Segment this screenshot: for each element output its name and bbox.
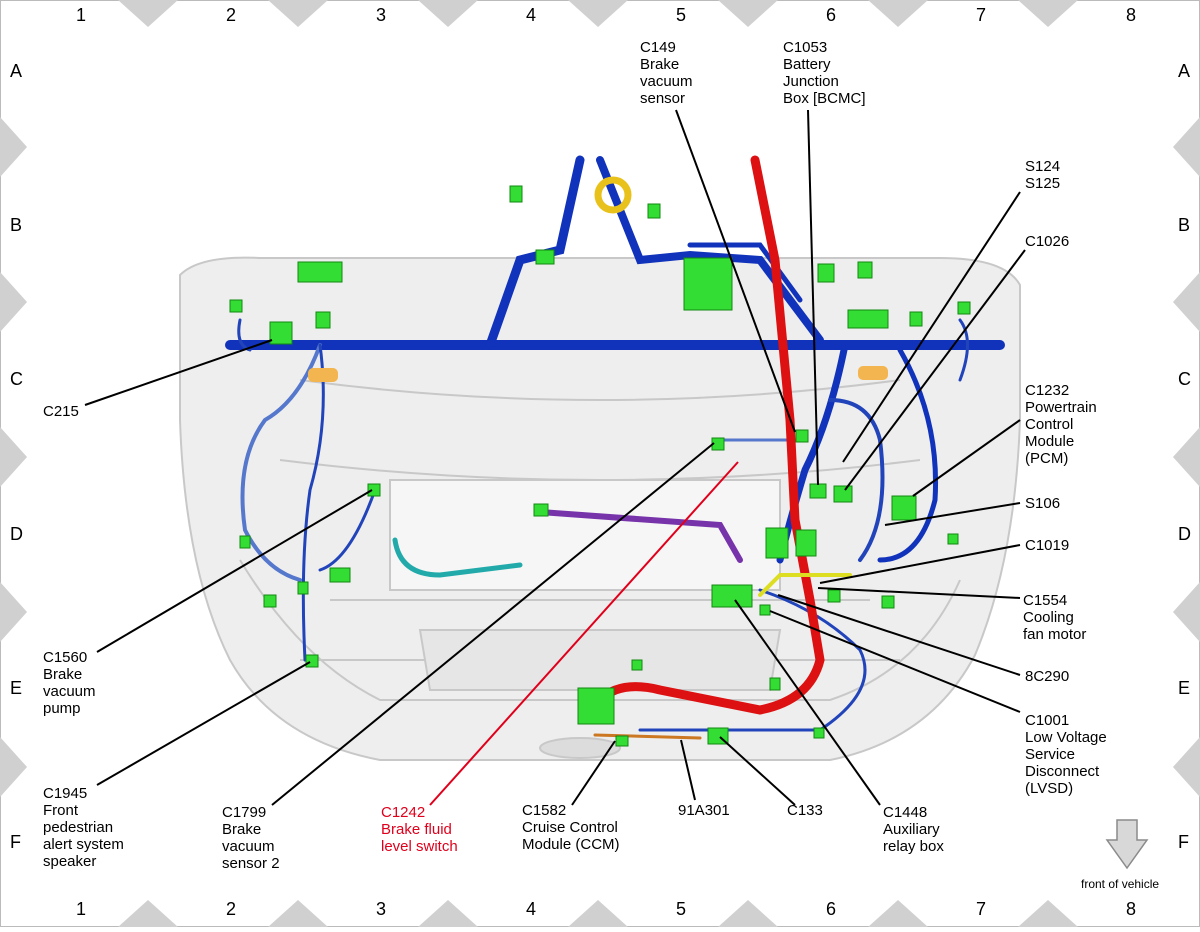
column-label-bottom-2: 2: [226, 899, 237, 919]
leader-c1232: [912, 419, 1021, 497]
callout-c1448: C1448 Auxiliary relay box: [883, 804, 944, 855]
callout-c1799: C1799 Brake vacuum sensor 2: [222, 804, 280, 872]
connectors: [229, 185, 971, 747]
callout-c133: C133: [787, 802, 823, 819]
callout-c1582: C1582 Cruise Control Module (CCM): [522, 802, 620, 853]
row-label-right-b: B: [1178, 215, 1191, 235]
callout-c1053: C1053 Battery Junction Box [BCMC]: [783, 39, 866, 107]
column-label-bottom-6: 6: [826, 899, 837, 919]
row-label-left-b: B: [10, 215, 23, 235]
leader-c1242: [429, 461, 739, 806]
row-label-left-d: D: [10, 524, 23, 544]
callout-c1560: C1560 Brake vacuum pump: [43, 649, 96, 717]
leader-c1019: [819, 544, 1021, 584]
leader-c133: [719, 736, 796, 806]
callout-c1945: C1945 Front pedestrian alert system spea…: [43, 785, 124, 870]
row-label-left-e: E: [10, 678, 23, 698]
column-label-top-3: 3: [376, 5, 387, 25]
column-label-bottom-5: 5: [676, 899, 687, 919]
column-label-top-5: 5: [676, 5, 687, 25]
vehicle-body: [179, 256, 1021, 761]
column-label-bottom-3: 3: [376, 899, 387, 919]
row-label-left-f: F: [10, 832, 21, 852]
leader-s106: [884, 502, 1021, 526]
callout-8c290: 8C290: [1025, 668, 1070, 685]
column-label-top-4: 4: [526, 5, 537, 25]
column-label-top-1: 1: [76, 5, 87, 25]
leader-c1026: [844, 249, 1026, 491]
callout-s124-s125: S124 S125: [1025, 158, 1061, 192]
leader-c1053: [807, 109, 819, 486]
column-label-bottom-4: 4: [526, 899, 537, 919]
leader-c1799: [271, 442, 715, 806]
column-label-bottom-8: 8: [1126, 899, 1137, 919]
down-arrow-icon: [1105, 819, 1149, 870]
row-label-left-a: A: [10, 61, 23, 81]
leader-c1945: [96, 661, 311, 786]
callout-c215: C215: [43, 403, 79, 420]
callout-s106: S106: [1025, 495, 1061, 512]
wiring-harness: [225, 155, 1005, 740]
leader-8c290: [777, 594, 1021, 676]
leader-c1448: [734, 599, 881, 806]
leader-91a301: [680, 739, 696, 801]
callout-c1019: C1019: [1025, 537, 1070, 554]
leader-c1554: [817, 587, 1021, 599]
column-label-top-7: 7: [976, 5, 987, 25]
column-label-top-8: 8: [1126, 5, 1137, 25]
callout-c149: C149 Brake vacuum sensor: [640, 39, 693, 107]
callout-c1242: C1242 Brake fluid level switch: [381, 804, 458, 855]
leader-c1582: [571, 740, 616, 806]
callout-c1554: C1554 Cooling fan motor: [1023, 592, 1087, 643]
leader-lines: [84, 109, 1026, 806]
column-label-top-2: 2: [226, 5, 237, 25]
callout-c1026: C1026: [1025, 233, 1070, 250]
row-label-right-c: C: [1178, 369, 1191, 389]
row-label-right-f: F: [1178, 832, 1189, 852]
callout-c1232: C1232 Powertrain Control Module (PCM): [1025, 382, 1097, 467]
leader-s124: [842, 191, 1021, 463]
leader-c215: [84, 339, 273, 406]
callout-c1001: C1001 Low Voltage Service Disconnect (LV…: [1025, 712, 1107, 797]
leader-c1001: [769, 610, 1021, 713]
callout-91a301: 91A301: [678, 802, 730, 819]
row-label-right-d: D: [1178, 524, 1191, 544]
row-label-left-c: C: [10, 369, 23, 389]
row-label-right-e: E: [1178, 678, 1191, 698]
column-label-bottom-7: 7: [976, 899, 987, 919]
row-label-right-a: A: [1178, 61, 1191, 81]
leader-c149: [675, 109, 796, 433]
column-label-bottom-1: 1: [76, 899, 87, 919]
front-of-vehicle-label: front of vehicle: [1081, 877, 1160, 891]
column-label-top-6: 6: [826, 5, 837, 25]
leader-c1560: [96, 489, 373, 653]
